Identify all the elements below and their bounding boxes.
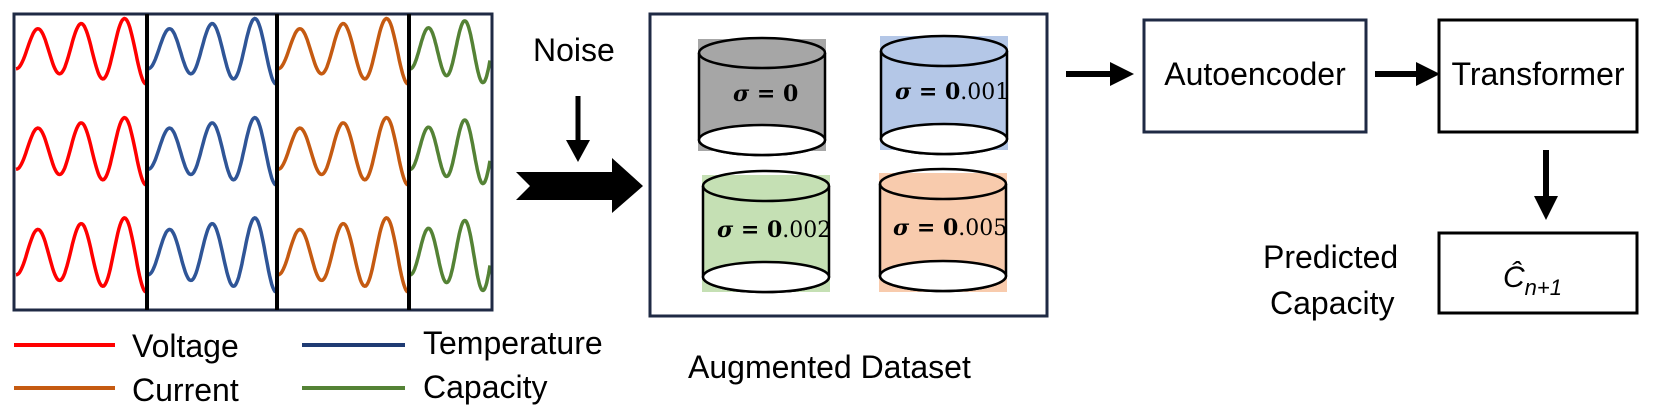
legend-label-voltage: Voltage xyxy=(132,328,239,364)
autoencoder-block: Autoencoder xyxy=(1142,18,1368,134)
wave-voltage xyxy=(15,115,147,187)
arrow-to-autoencoder-head xyxy=(1110,62,1134,86)
sigma-label: σ = 0.001 xyxy=(895,79,1009,105)
noise-block: Noise xyxy=(516,32,643,213)
noise-arrow-head xyxy=(566,140,590,162)
wave-capacity xyxy=(409,218,492,293)
prediction-label-line1: Predicted xyxy=(1263,239,1398,275)
wave-voltage xyxy=(15,216,147,294)
noise-label: Noise xyxy=(533,32,615,68)
prediction-box xyxy=(1437,231,1639,315)
transformer-box xyxy=(1437,18,1639,134)
legend-label-current: Current xyxy=(132,372,239,408)
wave-temperature xyxy=(147,216,277,294)
sigma-label: σ = 0.005 xyxy=(893,215,1007,241)
signal-panel xyxy=(12,12,494,312)
legend-label-temperature: Temperature xyxy=(423,325,603,361)
legend: Voltage Temperature Current Capacity xyxy=(14,325,603,408)
arrow-to-transformer-head xyxy=(1416,62,1440,86)
cylinder-sigma-0002: σ = 0.002 xyxy=(701,169,831,294)
sigma-label: σ = 0 xyxy=(733,81,798,107)
dataset-caption: Augmented Dataset xyxy=(688,349,971,385)
cylinder-sigma-0001: σ = 0.001 xyxy=(879,34,1009,156)
autoencoder-label: Autoencoder xyxy=(1164,56,1346,92)
prediction-block: Predicted Capacity Ĉn+1 xyxy=(1263,231,1639,321)
sigma-label: σ = 0.002 xyxy=(717,217,831,243)
dataset-frame xyxy=(648,12,1049,318)
cylinder-sigma-0: σ = 0 xyxy=(697,36,827,157)
wave-current xyxy=(277,216,409,294)
predicted-capacity-symbol: Ĉn+1 xyxy=(1503,260,1562,300)
prediction-label-line2: Capacity xyxy=(1270,285,1395,321)
wave-capacity xyxy=(409,118,492,186)
transformer-block: Transformer xyxy=(1437,18,1639,134)
autoencoder-box xyxy=(1142,18,1368,134)
transformer-label: Transformer xyxy=(1451,56,1624,92)
wave-temperature xyxy=(147,115,277,187)
wave-capacity xyxy=(410,19,492,85)
cylinder-sigma-0005: σ = 0.005 xyxy=(878,167,1007,293)
augment-arrow xyxy=(516,158,643,213)
wave-current xyxy=(277,115,409,187)
signal-waves xyxy=(15,16,492,294)
wave-voltage xyxy=(15,16,147,86)
arrow-to-prediction-head xyxy=(1534,196,1558,220)
augmented-dataset: σ = 0 σ = 0.001 σ = 0.002 σ = 0.005 Augm… xyxy=(648,12,1049,385)
wave-current xyxy=(277,16,409,86)
wave-temperature xyxy=(147,16,277,86)
legend-label-capacity: Capacity xyxy=(423,369,548,405)
signal-panel-frame xyxy=(12,12,494,312)
